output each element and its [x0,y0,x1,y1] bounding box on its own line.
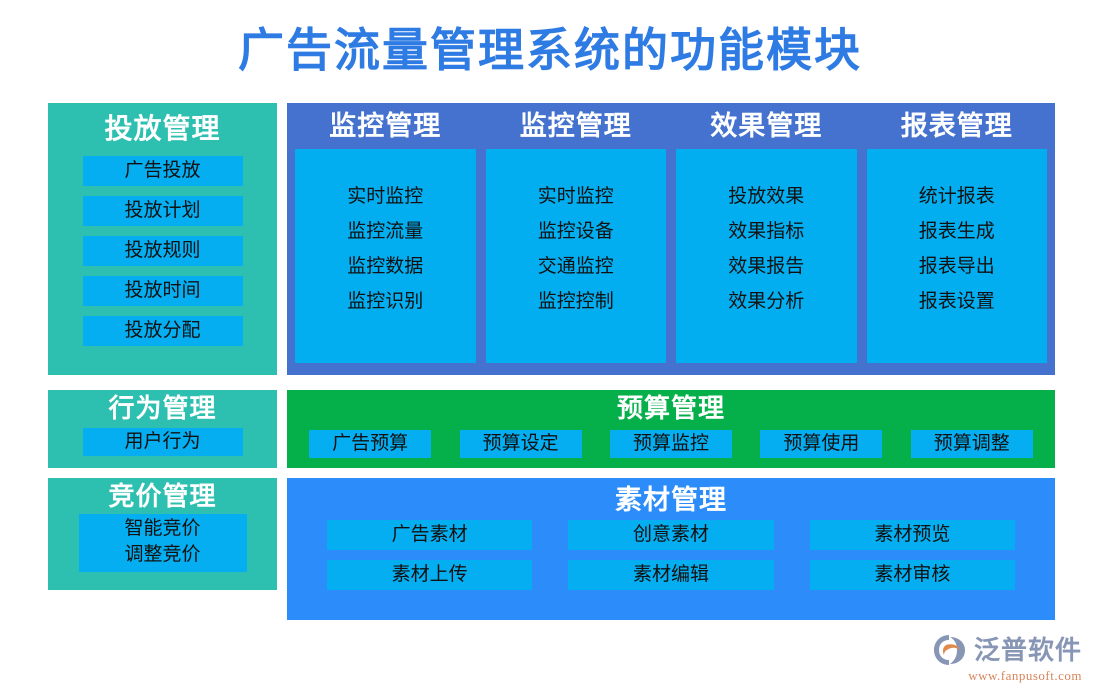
list-item[interactable]: 监控识别 [347,290,424,312]
logo-row: 泛普软件 [932,633,1082,667]
list-item[interactable]: 素材预览 [809,520,1015,550]
list-item[interactable]: 投放计划 [82,196,243,226]
list-item[interactable]: 预算设定 [459,430,582,458]
panel-title-bidding: 竞价管理 [108,482,217,511]
module-item-list: 统计报表 报表生成 报表导出 报表设置 [866,149,1047,363]
module-column-monitoring-1: 监控管理 实时监控 监控流量 监控数据 监控识别 [295,109,476,363]
list-item[interactable]: 监控控制 [537,290,614,312]
list-item[interactable]: 投放分配 [82,316,243,346]
list-item[interactable]: 调整竞价 [124,544,201,565]
list-item[interactable]: 统计报表 [918,185,995,207]
budget-item-list: 广告预算 预算设定 预算监控 预算使用 预算调整 [287,430,1055,458]
panel-asset-management: 素材管理 广告素材 创意素材 素材预览 素材上传 素材编辑 素材审核 [287,478,1055,620]
module-column-group: 监控管理 实时监控 监控流量 监控数据 监控识别 监控管理 实时监控 监控设备 … [287,103,1055,375]
page-title: 广告流量管理系统的功能模块 [238,25,862,76]
panel-title-budget: 预算管理 [616,394,725,423]
list-item[interactable]: 报表设置 [918,290,995,312]
fanpusoft-logo-icon [933,635,965,665]
panel-title-behavior: 行为管理 [108,394,217,423]
list-item[interactable]: 效果分析 [728,290,805,312]
list-item[interactable]: 预算监控 [609,430,732,458]
list-item[interactable]: 素材审核 [809,560,1015,590]
panel-title-effect: 效果管理 [710,111,823,141]
list-item[interactable]: 交通监控 [537,255,614,277]
list-item[interactable]: 广告预算 [309,430,432,458]
list-item[interactable]: 素材上传 [327,560,533,590]
panel-title-monitoring-1: 监控管理 [329,111,442,141]
list-item[interactable]: 广告投放 [82,156,243,186]
delivery-item-list: 广告投放 投放计划 投放规则 投放时间 投放分配 [82,156,243,346]
panel-bidding-management: 竞价管理 智能竞价 调整竞价 [48,478,277,590]
panel-delivery-management: 投放管理 广告投放 投放计划 投放规则 投放时间 投放分配 [48,103,277,375]
list-item[interactable]: 实时监控 [537,185,614,207]
list-item[interactable]: 投放效果 [728,185,805,207]
list-item[interactable]: 预算调整 [910,430,1033,458]
list-item[interactable]: 预算使用 [760,430,883,458]
list-item[interactable]: 投放规则 [82,236,243,266]
list-item[interactable]: 智能竞价 [124,518,201,539]
list-item[interactable]: 效果报告 [728,255,805,277]
list-item[interactable]: 广告素材 [327,520,533,550]
module-column-effect: 效果管理 投放效果 效果指标 效果报告 效果分析 [676,109,857,363]
list-item[interactable]: 监控数据 [347,255,424,277]
list-item[interactable]: 用户行为 [82,428,243,456]
module-column-monitoring-2: 监控管理 实时监控 监控设备 交通监控 监控控制 [485,109,666,363]
list-item[interactable]: 报表导出 [918,255,995,277]
list-item[interactable]: 效果指标 [728,220,805,242]
list-item[interactable]: 投放时间 [82,276,243,306]
panel-title-assets: 素材管理 [615,485,727,515]
list-item[interactable]: 素材编辑 [568,560,774,590]
panel-budget-management: 预算管理 广告预算 预算设定 预算监控 预算使用 预算调整 [287,390,1055,468]
panel-title-report: 报表管理 [900,111,1013,141]
bidding-item-list: 智能竞价 调整竞价 [78,514,247,572]
asset-item-grid: 广告素材 创意素材 素材预览 素材上传 素材编辑 素材审核 [287,518,1055,590]
brand-logo: 泛普软件 www.fanpusoft.com [932,633,1082,684]
module-item-list: 投放效果 效果指标 效果报告 效果分析 [676,149,857,363]
list-item[interactable]: 实时监控 [347,185,424,207]
module-item-list: 实时监控 监控流量 监控数据 监控识别 [295,149,476,363]
panel-core-modules: 监控管理 实时监控 监控流量 监控数据 监控识别 监控管理 实时监控 监控设备 … [287,103,1055,375]
list-item[interactable]: 监控设备 [537,220,614,242]
logo-website-url: www.fanpusoft.com [968,668,1082,683]
panel-title-monitoring-2: 监控管理 [519,111,632,141]
list-item[interactable]: 监控流量 [347,220,424,242]
panel-title-delivery: 投放管理 [104,114,221,145]
module-column-report: 报表管理 统计报表 报表生成 报表导出 报表设置 [866,109,1047,363]
panel-behavior-management: 行为管理 用户行为 [48,390,277,468]
list-item[interactable]: 创意素材 [568,520,774,550]
list-item[interactable]: 报表生成 [918,220,995,242]
module-item-list: 实时监控 监控设备 交通监控 监控控制 [485,149,666,363]
logo-company-name: 泛普软件 [973,635,1082,665]
